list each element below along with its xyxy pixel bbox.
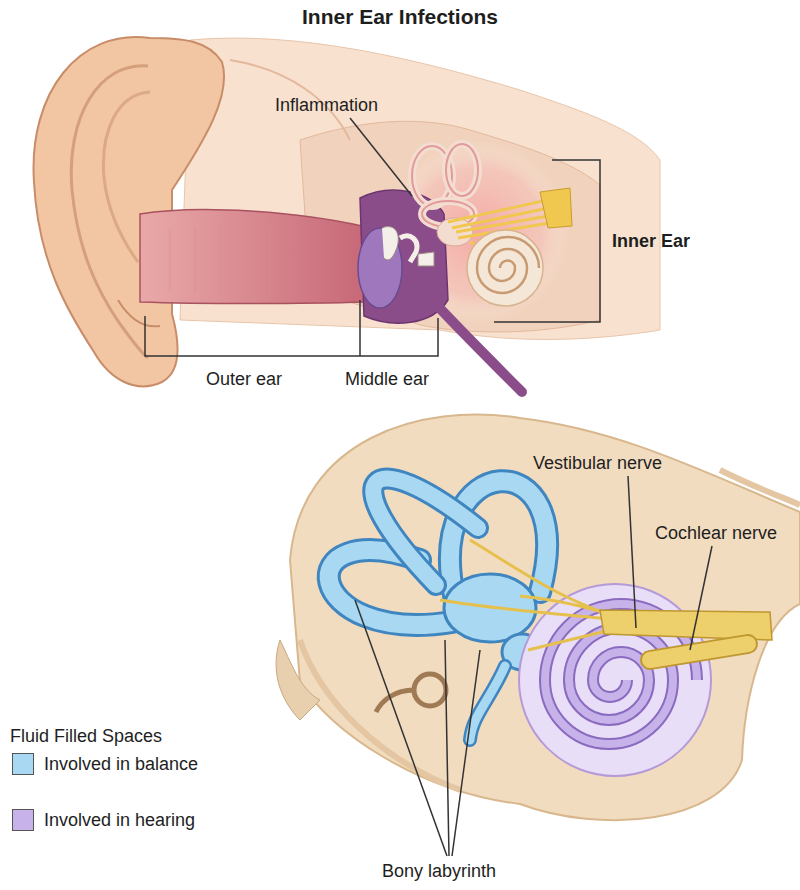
middle-ear-shape <box>400 236 417 262</box>
ear-canal-shape <box>170 226 270 297</box>
leader-lines-shape <box>690 546 712 650</box>
legend-swatch <box>12 809 34 831</box>
temporal-bone-shape <box>276 640 320 720</box>
inner-ear-small-shape <box>477 237 539 293</box>
middle-ear-shape <box>418 252 434 266</box>
vestibule <box>376 574 542 740</box>
temporal-bone <box>276 415 800 821</box>
bracket-lines-shape <box>494 160 600 322</box>
inner-ear-small-shape <box>437 218 473 246</box>
leader-lines-shape <box>445 640 449 856</box>
nerves <box>440 540 772 660</box>
part-label: Bony labyrinth <box>382 860 496 882</box>
nerve-label: Cochlear nerve <box>655 522 777 544</box>
middle-ear-shape <box>432 300 522 392</box>
bracket-lines-shape <box>359 300 361 356</box>
legend-heading: Fluid Filled Spaces <box>10 725 162 747</box>
nerves-shape <box>650 644 748 660</box>
vestibule-shape <box>470 666 505 740</box>
temporal-bone-shape <box>300 470 800 790</box>
leader-lines-shape <box>452 650 480 856</box>
legend-swatch <box>12 753 34 775</box>
ear-canal-shape <box>140 210 366 304</box>
bracket-lines-shape <box>350 118 412 196</box>
inner-ear-small-shape <box>446 144 478 196</box>
inner-ear-small-shape <box>540 188 572 228</box>
region-label: Outer ear <box>206 368 282 390</box>
callout-label: Inflammation <box>275 94 378 116</box>
region-label: Middle ear <box>345 368 429 390</box>
legend-text: Involved in balance <box>44 753 198 775</box>
nerves-shape <box>440 540 630 650</box>
leader-lines-shape <box>628 476 636 628</box>
vestibule-shape <box>470 666 505 740</box>
vestibule-shape <box>414 674 446 706</box>
diagram-title: Inner Ear Infections <box>0 6 800 28</box>
middle-ear-shape <box>382 227 398 260</box>
temporal-bone-shape <box>290 415 800 821</box>
nerve-label: Vestibular nerve <box>533 452 662 474</box>
nerves-shape <box>650 644 748 660</box>
inner-ear-small <box>412 144 572 306</box>
semicircular-canals-shape <box>373 479 478 585</box>
vestibule-shape <box>376 690 414 712</box>
ear-canal <box>140 210 366 304</box>
bracket-lines-shape <box>145 316 438 356</box>
leader-lines-shape <box>355 600 447 856</box>
auricle-shape <box>71 66 148 358</box>
bracket-lines <box>145 118 600 356</box>
legend-text: Involved in hearing <box>44 809 195 831</box>
auricle-shape <box>118 300 160 326</box>
inner-ear-small-shape <box>446 144 478 196</box>
region-label: Inner Ear <box>612 230 690 252</box>
inner-ear-small-shape <box>467 230 543 306</box>
semicircular-canals-shape <box>373 479 478 585</box>
